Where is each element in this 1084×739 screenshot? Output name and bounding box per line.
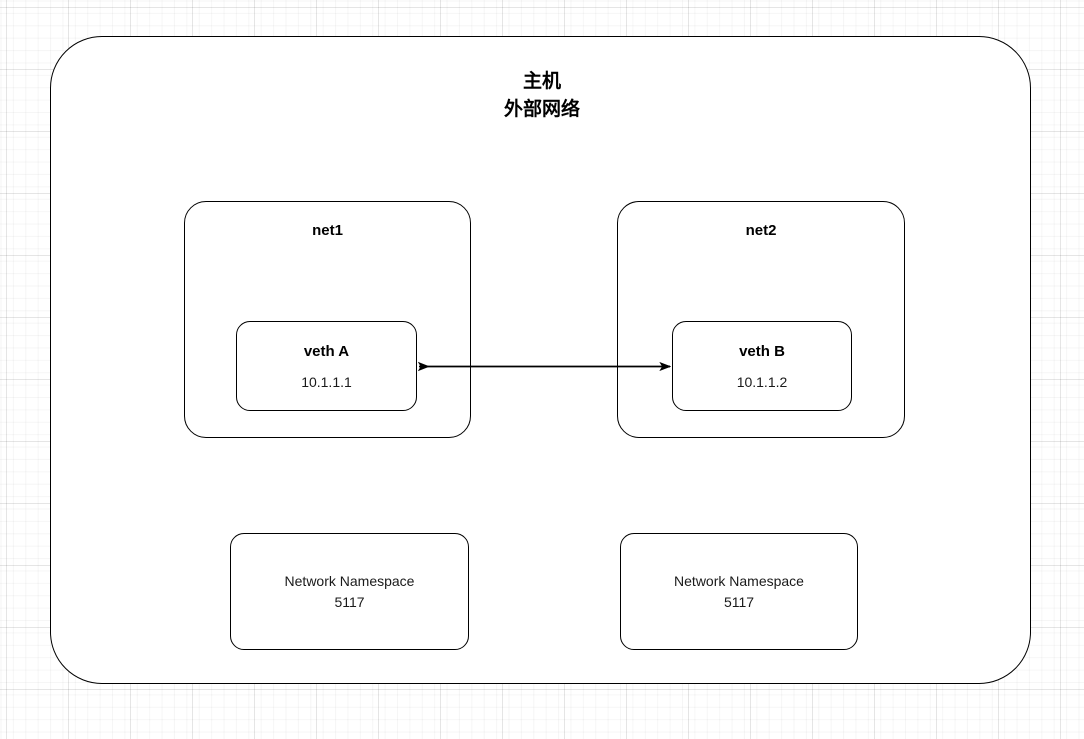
veth-a-name: veth A: [303, 342, 350, 360]
net2-label: net2: [745, 222, 777, 239]
host-title: 主机 外部网络: [503, 71, 580, 120]
veth-a-ip: 10.1.1.1: [301, 373, 352, 390]
network-namespace-box-1: Network Namespace 5117: [230, 533, 469, 650]
veth-b-name: veth B: [739, 342, 785, 360]
net1-label: net1: [312, 222, 343, 239]
network-namespace-label-1: Network Namespace 5117: [284, 572, 415, 610]
network-namespace-label-2: Network Namespace 5117: [674, 572, 804, 610]
veth-b-ip: 10.1.1.2: [736, 373, 788, 390]
veth-a-node: veth A 10.1.1.1: [236, 321, 417, 411]
network-namespace-box-2: Network Namespace 5117: [620, 533, 858, 650]
veth-b-node: veth B 10.1.1.2: [672, 321, 852, 411]
